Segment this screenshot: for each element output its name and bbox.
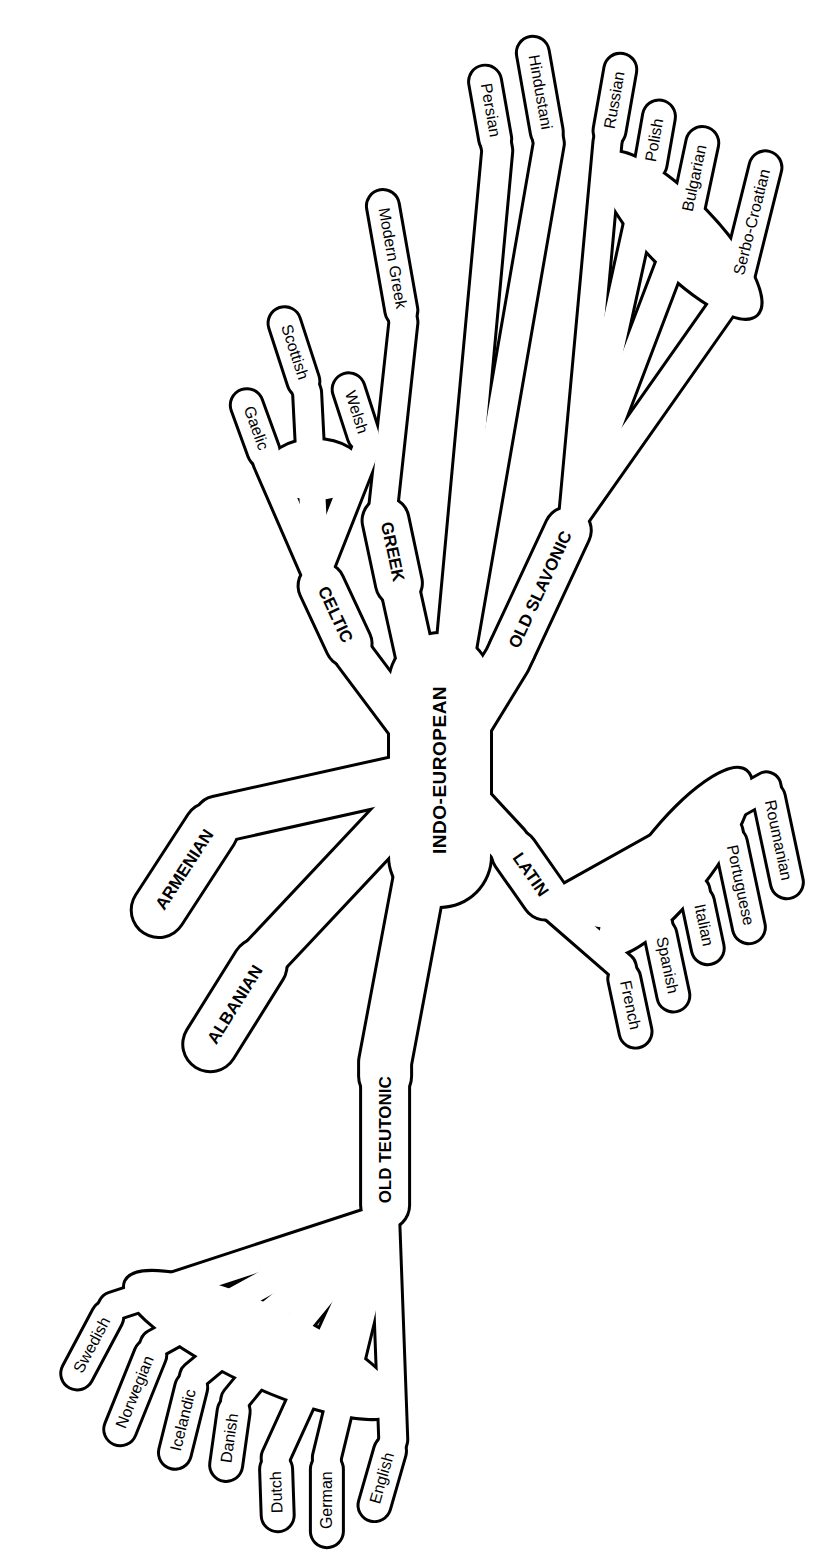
branch-connector (385, 1203, 393, 1450)
language-finger: Dutch (267, 1471, 287, 1513)
family-name: INDO-EUROPEAN (429, 686, 451, 854)
branch-fill (385, 1203, 393, 1450)
branch-connector (383, 310, 403, 520)
language-finger: German (318, 1471, 336, 1529)
branch-outline (309, 1469, 345, 1531)
outline-layer (77, 53, 787, 1531)
branch-outline (359, 1074, 411, 1205)
language-name: German (318, 1471, 336, 1529)
branch-fill (451, 782, 512, 849)
family-branch: OLD TEUTONIC (375, 1076, 395, 1203)
branch-fill (385, 828, 429, 1076)
family-name: OLD TEUTONIC (375, 1076, 395, 1203)
fill-layer (77, 53, 787, 1531)
branch-fill (399, 583, 429, 720)
branch-fill (276, 1203, 385, 1471)
root-trunk: INDO-EUROPEAN (429, 686, 451, 854)
branch-fill (316, 436, 367, 583)
branch-fill (569, 277, 738, 528)
branch-fill (383, 310, 403, 520)
language-name: Dutch (267, 1471, 287, 1513)
branch-fill (451, 652, 511, 753)
branch-fill (213, 772, 429, 826)
